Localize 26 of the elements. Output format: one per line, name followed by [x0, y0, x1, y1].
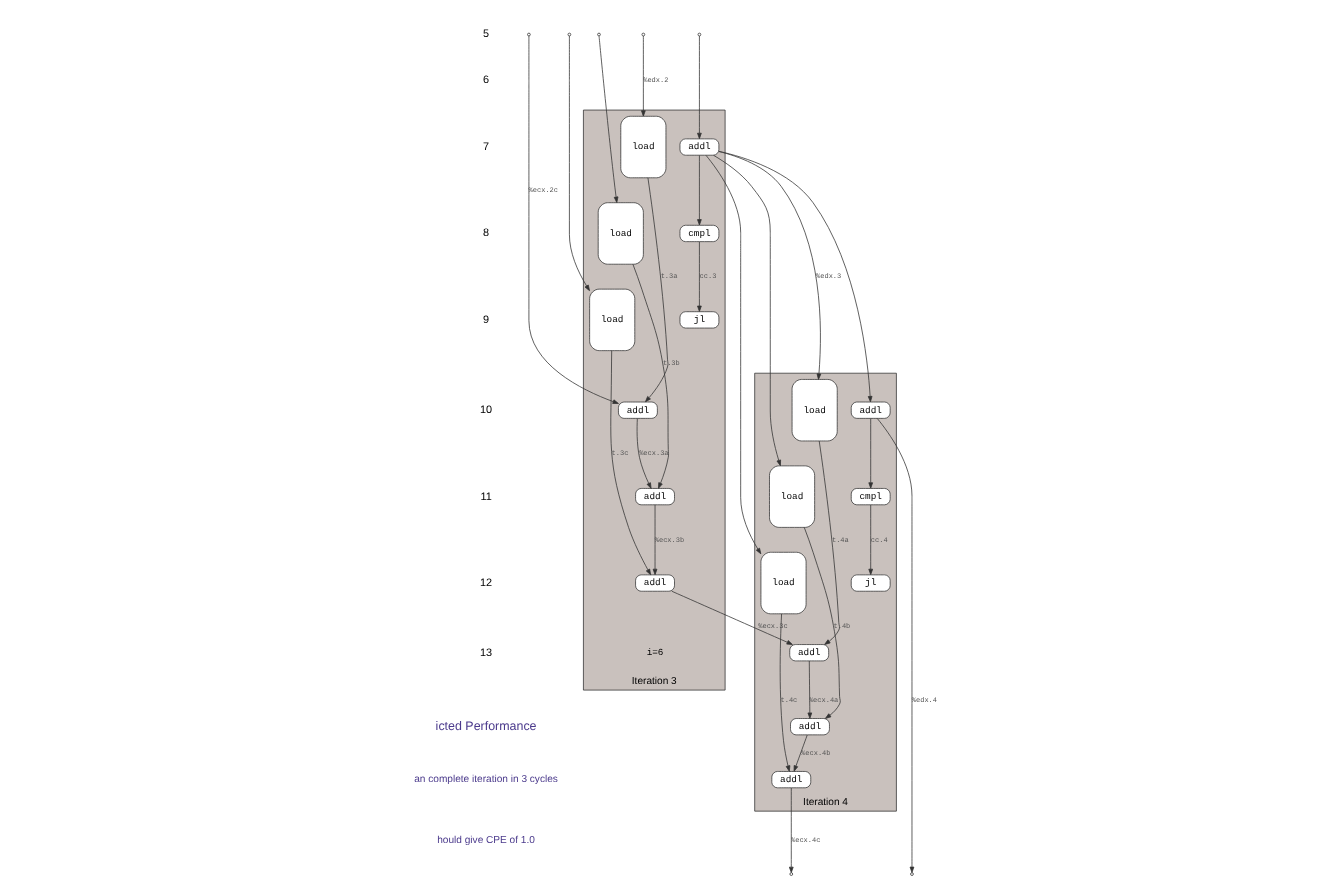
arrow — [807, 660, 813, 719]
arrow — [528, 35, 619, 404]
arrow — [705, 155, 762, 555]
arrow — [697, 241, 702, 312]
arrow — [718, 151, 822, 380]
arrow — [793, 734, 808, 772]
arrow — [645, 177, 669, 403]
arrow — [803, 527, 841, 719]
arrow — [818, 440, 840, 645]
arrow — [632, 263, 669, 489]
arrow — [697, 35, 702, 140]
arrow — [569, 35, 590, 291]
arrow — [610, 350, 651, 576]
arrow — [718, 150, 873, 403]
arrow — [868, 418, 873, 489]
arrow — [779, 613, 791, 772]
arrow — [868, 504, 873, 575]
arrow — [697, 154, 702, 226]
arrow — [876, 418, 915, 873]
arrow — [789, 787, 794, 873]
arrow — [641, 35, 646, 117]
arrow — [671, 590, 793, 645]
arrow — [713, 154, 781, 467]
arrow — [636, 418, 652, 489]
arrow — [598, 35, 619, 203]
arrow — [652, 504, 658, 575]
